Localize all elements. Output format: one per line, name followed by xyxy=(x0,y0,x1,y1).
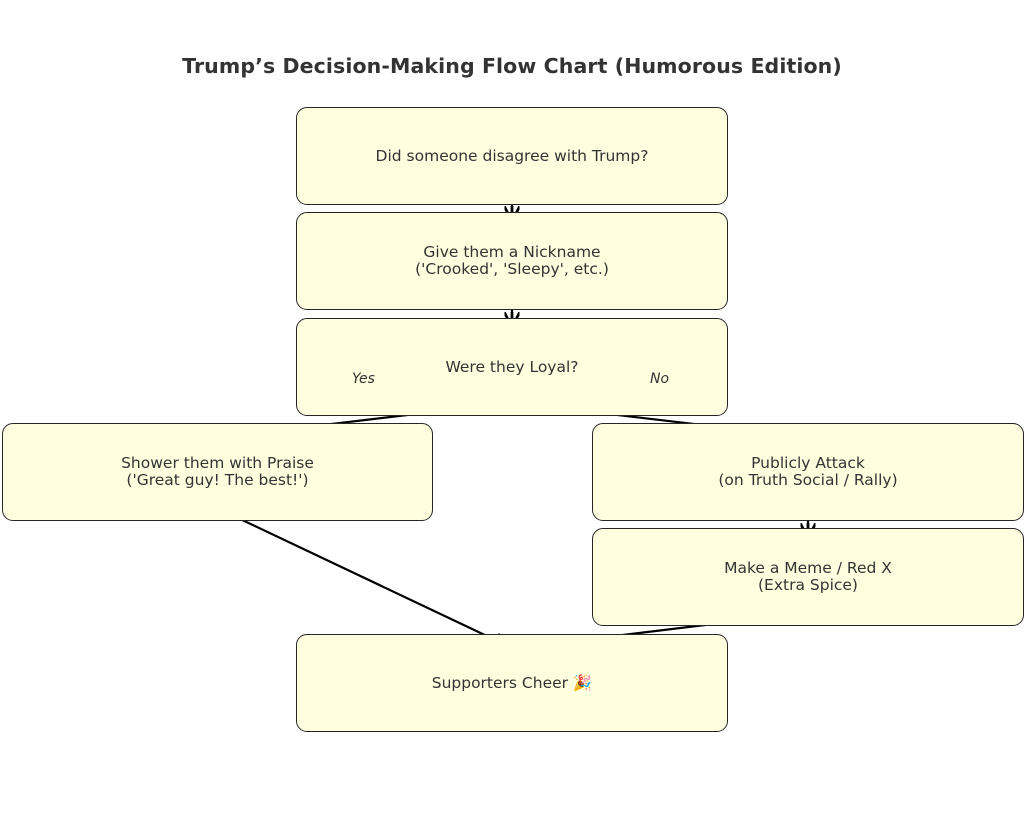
node-nickname: Give them a Nickname('Crooked', 'Sleepy'… xyxy=(296,212,728,310)
node-loyal-text-line: Were they Loyal? xyxy=(445,357,579,376)
edge-label-no: No xyxy=(650,371,670,387)
chart-title: Trump’s Decision-Making Flow Chart (Humo… xyxy=(182,54,842,78)
node-cheer: Supporters Cheer 🎉 xyxy=(296,634,728,732)
node-meme: Make a Meme / Red X(Extra Spice) xyxy=(592,528,1024,626)
node-meme-text-line: (Extra Spice) xyxy=(758,576,858,594)
node-praise-text-line: Shower them with Praise xyxy=(121,454,314,472)
node-attack: Publicly Attack(on Truth Social / Rally) xyxy=(592,423,1024,521)
node-praise: Shower them with Praise('Great guy! The … xyxy=(2,423,433,521)
node-nickname-text-line: Give them a Nickname xyxy=(423,243,601,261)
node-attack-text-line: (on Truth Social / Rally) xyxy=(718,471,898,489)
node-praise-text-line: ('Great guy! The best!') xyxy=(126,471,309,489)
node-cheer-text-line: Supporters Cheer 🎉 xyxy=(431,673,593,692)
node-meme-text-line: Make a Meme / Red X xyxy=(724,559,892,577)
node-nickname-text-line: ('Crooked', 'Sleepy', etc.) xyxy=(415,260,609,278)
node-attack-text-line: Publicly Attack xyxy=(751,454,865,472)
edge-praise-to-cheer xyxy=(218,508,508,646)
node-disagree-text-line: Did someone disagree with Trump? xyxy=(375,146,649,165)
node-disagree: Did someone disagree with Trump? xyxy=(296,107,728,205)
node-loyal: Were they Loyal? xyxy=(296,318,728,416)
edge-label-yes: Yes xyxy=(352,371,375,387)
